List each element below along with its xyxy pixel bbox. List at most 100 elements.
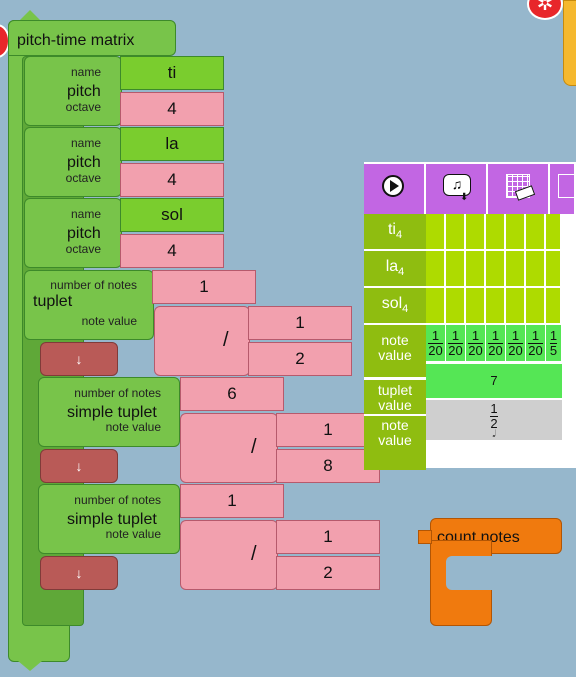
pitch-block-label: pitch bbox=[67, 83, 101, 100]
matrix-grid-cell[interactable] bbox=[546, 251, 562, 288]
matrix-grid-cell[interactable] bbox=[506, 214, 526, 251]
matrix-grid-cell[interactable] bbox=[466, 251, 486, 288]
tuplet-numerator-field[interactable]: 1 bbox=[248, 306, 352, 340]
count-notes-connector bbox=[418, 530, 432, 544]
pitch-name-field[interactable]: ti bbox=[120, 56, 224, 90]
row-pitch-name: ti bbox=[387, 221, 396, 238]
count-notes-slot[interactable] bbox=[446, 556, 562, 590]
simple-tuplet-numerator-field[interactable]: 1 bbox=[276, 413, 380, 447]
matrix-grid-cell[interactable] bbox=[486, 214, 506, 251]
simple-tuplet-divide-block[interactable]: / bbox=[180, 413, 278, 483]
note-value-label-cell: note value bbox=[364, 325, 426, 379]
matrix-block-title: pitch-time matrix bbox=[17, 32, 135, 49]
play-icon bbox=[382, 175, 404, 197]
pitch-octave-field[interactable]: 4 bbox=[120, 163, 224, 197]
matrix-grid-cell[interactable] bbox=[466, 214, 486, 251]
offscreen-orange-block[interactable] bbox=[563, 0, 576, 86]
pitch-name: sol bbox=[161, 205, 183, 224]
simple-tuplet-count: 6 bbox=[227, 384, 237, 403]
arrow-block[interactable]: ↓ bbox=[40, 449, 118, 483]
simple-tuplet-denominator-field[interactable]: 2 bbox=[276, 556, 380, 590]
matrix-grid-cell[interactable] bbox=[446, 214, 466, 251]
grid-icon bbox=[558, 174, 576, 198]
matrix-grid-cell[interactable] bbox=[526, 214, 546, 251]
matrix-grid-cell[interactable] bbox=[506, 251, 526, 288]
matrix-grid-cell[interactable] bbox=[506, 288, 526, 325]
pitch-name-field[interactable]: sol bbox=[120, 198, 224, 232]
matrix-grid-cell[interactable] bbox=[426, 288, 446, 325]
note-value-den: 20 bbox=[448, 343, 463, 358]
simple-tuplet-notes-label: number of notes bbox=[74, 493, 161, 507]
tuplet-count: 1 bbox=[199, 277, 209, 296]
matrix-grid-cell[interactable] bbox=[526, 251, 546, 288]
note-value-num: 1 bbox=[508, 329, 523, 344]
pitch-octave-label: octave bbox=[65, 100, 101, 114]
tuplet-divide-block[interactable]: / bbox=[154, 306, 250, 376]
matrix-block-header[interactable]: pitch-time matrix bbox=[8, 20, 176, 56]
play-button[interactable] bbox=[364, 164, 426, 214]
count-notes-block[interactable]: count notes bbox=[430, 518, 562, 554]
tuplet-block[interactable]: number of notes tuplet note value bbox=[24, 270, 154, 340]
matrix-grid-cell[interactable] bbox=[466, 288, 486, 325]
matrix-grid-cell[interactable] bbox=[426, 251, 446, 288]
tuplet-value-cell[interactable]: 7 bbox=[426, 364, 562, 398]
tuplet-count-field[interactable]: 1 bbox=[152, 270, 256, 304]
pitch-octave-field[interactable]: 4 bbox=[120, 234, 224, 268]
tuplet-numerator: 1 bbox=[295, 313, 305, 332]
simple-tuplet-count-field[interactable]: 6 bbox=[180, 377, 284, 411]
pitch-name-label: name bbox=[70, 207, 101, 221]
simple-tuplet-numerator: 1 bbox=[323, 420, 333, 439]
note-value-num: 1 bbox=[488, 329, 503, 344]
matrix-grid-cell[interactable] bbox=[486, 288, 506, 325]
pitch-octave: 4 bbox=[167, 170, 177, 189]
more-options-button[interactable] bbox=[550, 164, 576, 214]
matrix-grid-cell[interactable] bbox=[446, 251, 466, 288]
simple-tuplet-denominator-field[interactable]: 8 bbox=[276, 449, 380, 483]
matrix-grid-cell[interactable] bbox=[446, 288, 466, 325]
tuplet-count-value: 7 bbox=[490, 373, 498, 388]
arrow-block[interactable]: ↓ bbox=[40, 556, 118, 590]
row-pitch-octave: 4 bbox=[402, 303, 409, 316]
simple-tuplet-divide-block[interactable]: / bbox=[180, 520, 278, 590]
simple-tuplet-denominator: 2 bbox=[323, 563, 333, 582]
matrix-row-label: ti4 bbox=[364, 214, 426, 251]
simple-tuplet-count: 1 bbox=[227, 491, 237, 510]
matrix-grid-cell[interactable] bbox=[486, 251, 506, 288]
matrix-grid-cell[interactable] bbox=[526, 288, 546, 325]
matrix-grid-cell[interactable] bbox=[546, 214, 562, 251]
matrix-row-label: sol4 bbox=[364, 288, 426, 325]
pitch-name-field[interactable]: la bbox=[120, 127, 224, 161]
pitch-octave-field[interactable]: 4 bbox=[120, 92, 224, 126]
simple-tuplet-numerator-field[interactable]: 1 bbox=[276, 520, 380, 554]
stop-icon[interactable]: ✲ bbox=[527, 0, 563, 20]
simple-tuplet-count-field[interactable]: 1 bbox=[180, 484, 284, 518]
matrix-grid-cell[interactable] bbox=[426, 214, 446, 251]
tuplet-divide: / bbox=[223, 329, 229, 351]
simple-tuplet-divide: / bbox=[251, 436, 257, 458]
matrix-grid-cell[interactable] bbox=[546, 288, 562, 325]
erase-matrix-button[interactable] bbox=[488, 164, 550, 214]
tuplet-denominator-field[interactable]: 2 bbox=[248, 342, 352, 376]
arrow-block-1[interactable]: ↓ bbox=[40, 342, 118, 376]
save-rhythm-button[interactable]: ♫⬇ bbox=[426, 164, 488, 214]
down-arrow-icon: ↓ bbox=[75, 351, 83, 367]
tuplet-label: tuplet bbox=[33, 293, 73, 310]
